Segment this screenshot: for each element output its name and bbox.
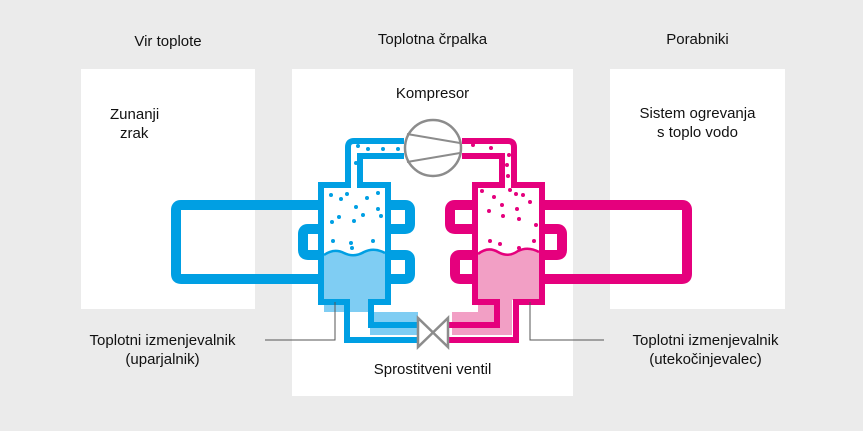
condenser-liquid [452, 248, 539, 335]
discharge-line [462, 138, 517, 185]
compressor-label: Kompresor [395, 85, 470, 102]
evaporator-callout-line1: Toplotni izmenjevalnik [89, 332, 236, 349]
suction-line [345, 138, 404, 185]
outdoor-air-line1: Zunanji [110, 106, 160, 123]
heating-system-label: Sistem ogrevanja s toplo vodo [610, 104, 785, 142]
outdoor-air-loop [171, 200, 335, 284]
expansion-valve-label: Sprostitveni ventil [373, 361, 492, 378]
condenser-coil [445, 200, 567, 284]
suction-line-inner [357, 153, 404, 185]
condenser-callout-line2: (utekočinjevalec) [649, 351, 762, 368]
evaporator-coil [298, 200, 415, 284]
evaporator-liquid-surface [323, 248, 386, 257]
heat-source-panel [81, 69, 255, 309]
evaporator-vapor-dots [329, 144, 400, 250]
condenser-vessel-upper [478, 185, 539, 255]
evaporator-leader-line [265, 302, 336, 341]
compressor-icon [403, 118, 463, 178]
condenser-callout-line1: Toplotni izmenjevalnik [632, 332, 779, 349]
condenser-leader-line [529, 302, 604, 341]
heat-source-header: Vir toplote [134, 33, 202, 50]
condenser-callout: Toplotni izmenjevalnik (utekočinjevalec) [608, 331, 803, 369]
consumers-header: Porabniki [666, 31, 729, 48]
condenser-liquid-surface [477, 247, 540, 256]
evaporator-callout-line2: (uparjalnik) [125, 351, 200, 368]
outdoor-air-label: Zunanji zrak [110, 105, 159, 143]
outdoor-air-line2: zrak [120, 125, 149, 142]
condenser-group [445, 138, 692, 343]
evaporator-group [171, 138, 420, 343]
discharge-line-inner [462, 153, 505, 185]
heating-loop [533, 200, 692, 284]
evaporator-liquid [324, 249, 418, 335]
expansion-valve-icon [416, 315, 450, 350]
heat-pump-header: Toplotna črpalka [377, 31, 488, 48]
consumers-panel [610, 69, 785, 309]
heating-system-line1: Sistem ogrevanja [639, 105, 756, 122]
heating-system-line2: s toplo vodo [657, 124, 738, 141]
condenser-vapor-dots [471, 143, 538, 250]
evaporator-callout: Toplotni izmenjevalnik (uparjalnik) [60, 331, 265, 369]
